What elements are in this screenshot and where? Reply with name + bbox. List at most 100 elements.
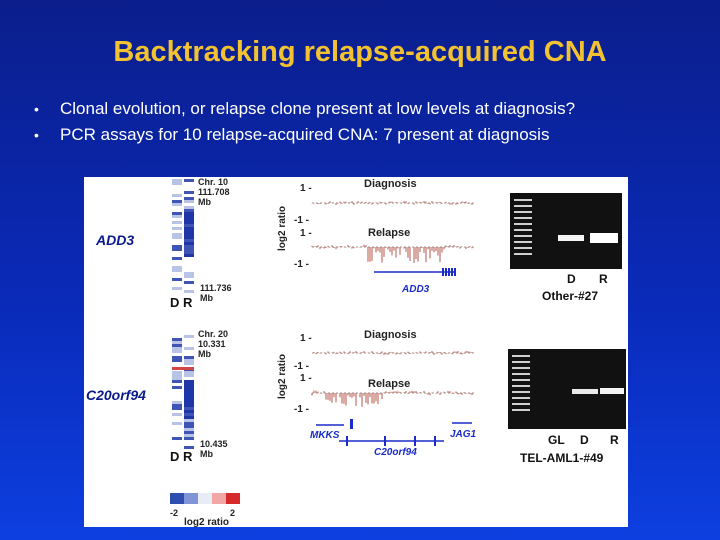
heatmap-cell [172, 227, 182, 230]
ladder-band [512, 409, 530, 411]
heatmap-cell [172, 377, 182, 380]
heatmap-cell [172, 242, 182, 245]
gene-track-label: JAG1 [450, 429, 477, 440]
heatmap-cell [172, 374, 182, 377]
bullet-text: Clonal evolution, or relapse clone prese… [60, 99, 576, 118]
heatmap-cell [184, 434, 194, 437]
heatmap-cell [184, 239, 194, 242]
tick-1: 1 - [300, 228, 312, 239]
y-axis-label: log2 ratio [277, 353, 288, 399]
gene-label-add3: ADD3 [96, 232, 135, 248]
heatmap-cell [184, 197, 194, 200]
heatmap-cell [172, 185, 182, 188]
heatmap-cell [172, 446, 182, 449]
exon-mark [451, 268, 453, 276]
heatmap-cell [172, 206, 182, 209]
figure-graphics [170, 179, 626, 504]
ladder-band [514, 235, 532, 237]
heatmap-cell [184, 431, 194, 434]
slide-title: Backtracking relapse-acquired CNA [113, 36, 607, 68]
ladder-band [512, 397, 530, 399]
ladder-band [512, 379, 530, 381]
chr-name: Chr. 10 [198, 177, 229, 187]
heatmap-cell [184, 395, 194, 398]
scale-swatch [198, 493, 212, 504]
scale-swatch [170, 493, 184, 504]
ladder-band [514, 253, 532, 255]
ladder-band [514, 205, 532, 207]
heatmap-cell [172, 194, 182, 197]
heatmap-cell [184, 359, 194, 362]
gel-band [572, 389, 598, 394]
heatmap-cell [184, 206, 194, 209]
heatmap-cell [184, 182, 194, 185]
heatmap-cell [184, 437, 194, 440]
heatmap-cell [172, 293, 182, 296]
heatmap-cell [184, 446, 194, 449]
heatmap-cell [184, 344, 194, 347]
ladder-band [514, 211, 532, 213]
heatmap-cell [184, 290, 194, 293]
heatmap-cell [172, 359, 182, 362]
heatmap-cell [184, 188, 194, 191]
heatmap-cell [172, 272, 182, 275]
heatmap-cell [172, 389, 182, 392]
heatmap-cell [172, 338, 182, 341]
heatmap-cell [184, 347, 194, 350]
ladder-band [514, 241, 532, 243]
end-pos: 111.736 [200, 283, 232, 293]
end-label: 111.736 Mb [200, 283, 232, 303]
heatmap-cell [172, 431, 182, 434]
heatmap-cell [172, 350, 182, 353]
heatmap-cell [172, 251, 182, 254]
heatmap-cell [184, 191, 194, 194]
heatmap-cell [184, 419, 194, 422]
ladder-band [514, 247, 532, 249]
chr-name: Chr. 20 [198, 329, 229, 339]
heatmap-cell [172, 413, 182, 416]
heatmap-cell [184, 398, 194, 401]
y-axis-label: log2 ratio [277, 205, 288, 251]
heatmap-cell [184, 212, 194, 215]
heatmap-cell [184, 278, 194, 281]
heatmap-cell [184, 245, 194, 248]
ladder-band [512, 373, 530, 375]
relapse-title: Relapse [368, 378, 411, 390]
heatmap-cell [184, 224, 194, 227]
heatmap-cell [184, 215, 194, 218]
d-label: D [170, 449, 180, 464]
heatmap-cell [172, 356, 182, 359]
heatmap-cell [184, 275, 194, 278]
scale-min: -2 [170, 508, 179, 518]
heatmap-cell [184, 194, 194, 197]
heatmap-cell [184, 413, 194, 416]
heatmap-cell [172, 443, 182, 446]
heatmap-cell [172, 230, 182, 233]
exon-mark [346, 436, 348, 446]
heatmap-cell [172, 203, 182, 206]
heatmap-cell [172, 383, 182, 386]
end-label: 10.435 Mb [200, 439, 228, 459]
exon-mark [414, 436, 416, 446]
heatmap-cell [184, 440, 194, 443]
gel-band [590, 233, 618, 243]
heatmap-cell [172, 398, 182, 401]
heatmap-cell [184, 272, 194, 275]
heatmap-cell [172, 380, 182, 383]
heatmap-cell [184, 365, 194, 368]
end-pos: 10.435 [200, 439, 228, 449]
tick-m1: -1 - [294, 404, 309, 415]
heatmap-cell [184, 287, 194, 290]
bullet-dot-icon: • [34, 101, 39, 117]
heatmap-cell [184, 422, 194, 425]
gel-band [600, 388, 624, 394]
heatmap-cell [184, 383, 194, 386]
start-pos: 111.708 [198, 187, 230, 197]
heatmap-cell [172, 365, 182, 368]
heatmap-cell [184, 227, 194, 230]
exon-mark [448, 268, 450, 276]
heatmap-cell [184, 443, 194, 446]
heatmap-cell [184, 242, 194, 245]
heatmap-cell [172, 269, 182, 272]
relapse-title: Relapse [368, 227, 411, 239]
